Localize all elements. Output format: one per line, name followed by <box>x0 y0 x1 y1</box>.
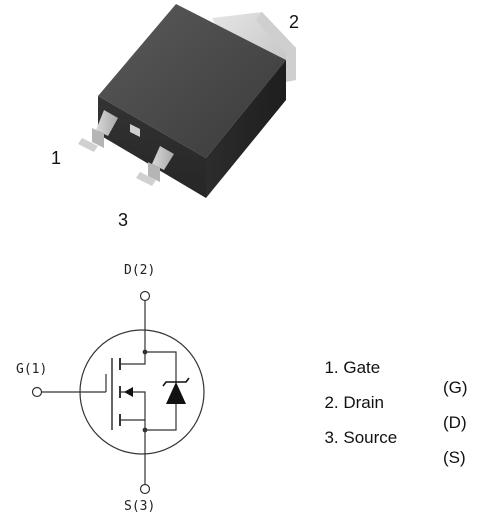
lead-2-stub <box>130 124 140 137</box>
pin-legend-source: 3. Source (S) <box>315 408 465 468</box>
gate-label: G(1) <box>16 362 48 377</box>
pin-legend-text: 3. Source <box>324 428 398 447</box>
body-arrow <box>124 387 133 397</box>
pin-legend-symbol: (D) <box>443 413 467 432</box>
drain-label: D(2) <box>124 263 156 278</box>
pin-legend-text: 2. Drain <box>324 393 384 412</box>
source-label: S(3) <box>124 499 156 514</box>
pin-legend-text: 1. Gate <box>324 358 381 377</box>
zener-bar <box>162 377 190 387</box>
source-terminal <box>139 483 151 495</box>
pin-legend-symbol: (G) <box>443 378 468 397</box>
gate-terminal <box>31 386 43 398</box>
pin-legend-symbol: (S) <box>443 448 466 467</box>
pin-number-2: 2 <box>289 12 300 32</box>
lead-3 <box>136 146 174 186</box>
package-body-top <box>98 4 286 158</box>
pin-legend-drain: 2. Drain (D) <box>315 373 466 433</box>
mosfet-schematic <box>31 290 205 495</box>
lead-1 <box>78 110 118 152</box>
pin-number-1: 1 <box>51 148 62 168</box>
drain-terminal <box>139 290 151 302</box>
pin-legend-gate: 1. Gate (G) <box>315 338 467 398</box>
pin-number-3: 3 <box>118 210 129 230</box>
package-body-front <box>98 96 206 198</box>
junction-dot <box>142 427 148 433</box>
package-outline <box>79 329 205 455</box>
junction-dot <box>142 349 148 355</box>
body-diode <box>166 382 186 404</box>
package-body-side <box>206 60 286 198</box>
